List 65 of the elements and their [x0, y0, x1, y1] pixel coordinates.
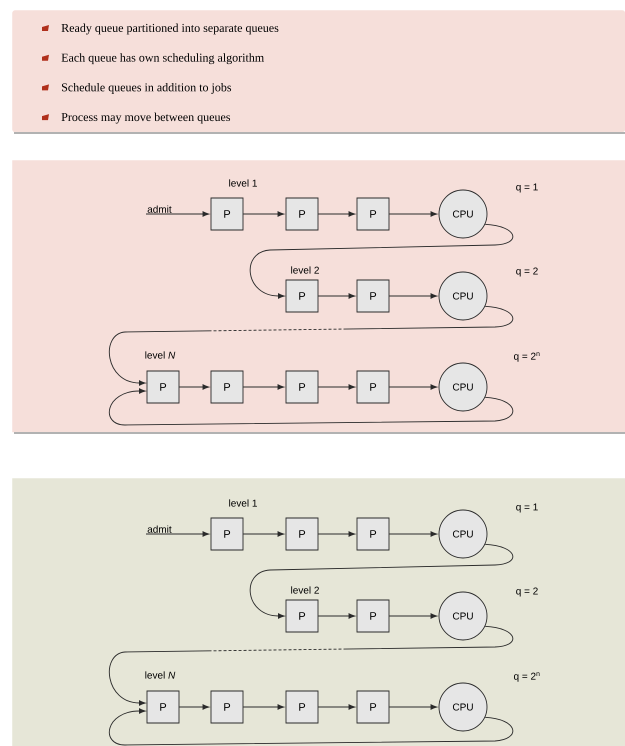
- process-box: P: [286, 690, 318, 724]
- quantum-label: q = 2$^{n}$: [514, 672, 540, 682]
- process-box: P: [356, 518, 390, 550]
- card-background: [12, 10, 625, 134]
- arrow: [318, 293, 356, 299]
- arrow: [179, 384, 210, 390]
- process-box: P: [286, 370, 318, 404]
- arrow: [389, 613, 438, 619]
- level-label: level 2: [291, 266, 319, 274]
- arrow: [250, 224, 514, 299]
- quantum-label: q = 2$^{n}$: [514, 352, 540, 362]
- quantum-label: q = 2: [516, 267, 538, 277]
- panel-background: [12, 160, 625, 434]
- process-box: P: [286, 600, 318, 632]
- level-label: level N: [145, 671, 176, 679]
- arrow: [108, 626, 514, 706]
- process-box: P: [356, 690, 390, 724]
- arrow: [243, 384, 284, 390]
- bullet-text: Ready queue partitioned into separate queues: [62, 24, 278, 34]
- arrow: [318, 704, 356, 710]
- quantum-label: q = 2: [516, 587, 538, 597]
- arrow: [243, 211, 284, 217]
- process-box: P: [356, 280, 390, 312]
- process-box: P: [210, 370, 244, 404]
- level-label: level N: [145, 351, 176, 359]
- bullet-text: Process may move between queues: [62, 112, 230, 124]
- arrow: [318, 384, 356, 390]
- quantum-label: q = 1: [516, 504, 538, 512]
- process-box: P: [210, 518, 244, 550]
- process-box: P: [356, 198, 390, 230]
- process-box: P: [286, 280, 318, 312]
- arrow: [108, 708, 514, 746]
- process-box: P: [356, 600, 390, 632]
- process-box: P: [356, 370, 390, 404]
- arrow: [108, 388, 514, 426]
- arrow: [108, 306, 514, 386]
- arrow: [146, 531, 210, 537]
- arrow: [179, 704, 210, 710]
- arrow: [389, 293, 438, 299]
- input-label: admit: [148, 205, 172, 213]
- input-label: admit: [148, 525, 172, 533]
- arrow: [389, 384, 438, 390]
- process-box: P: [210, 198, 244, 230]
- arrow: [243, 531, 284, 537]
- arrow: [318, 531, 356, 537]
- arrow: [318, 211, 356, 217]
- arrow: [389, 704, 438, 710]
- level-label: level 2: [291, 586, 319, 594]
- quantum-label: q = 1: [516, 184, 538, 192]
- arrow: [243, 704, 284, 710]
- arrow: [318, 613, 356, 619]
- arrow: [389, 211, 438, 217]
- bullet-text: Each queue has own scheduling algorithm: [62, 53, 264, 64]
- arrow: [250, 544, 514, 619]
- process-box: P: [146, 690, 180, 724]
- level-label: level 1: [229, 499, 257, 507]
- arrow: [389, 531, 438, 537]
- process-box: P: [286, 198, 318, 230]
- level-label: level 1: [229, 179, 257, 187]
- process-box: P: [210, 690, 244, 724]
- process-box: P: [286, 518, 318, 550]
- panel-background: [12, 478, 625, 746]
- arrow: [146, 211, 210, 217]
- process-box: P: [146, 370, 180, 404]
- bullet-text: Schedule queues in addition to jobs: [62, 82, 232, 94]
